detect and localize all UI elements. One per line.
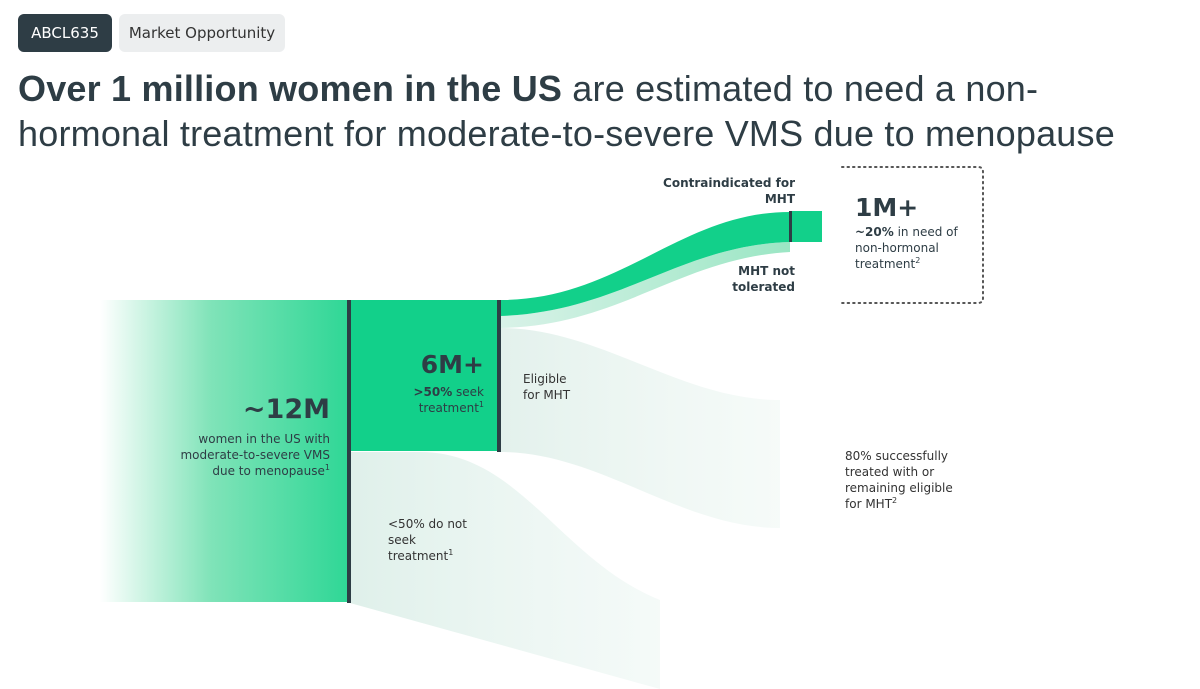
not-tolerated-flow xyxy=(500,242,790,328)
total-value: ~12M xyxy=(242,394,330,425)
need-node xyxy=(792,211,822,242)
headline-bold: Over 1 million women in the US xyxy=(18,68,563,109)
seek-value: 6M+ xyxy=(420,350,484,379)
not-seek-desc: <50% do not seek treatment1 xyxy=(388,517,467,563)
seek-node xyxy=(350,300,498,451)
need-desc: ~20% in need of non-hormonal treatment2 xyxy=(855,225,958,271)
section-tag: Market Opportunity xyxy=(119,14,285,52)
need-callout-border xyxy=(841,166,984,304)
total-node xyxy=(100,300,348,602)
divider-total xyxy=(347,300,351,603)
contraindicated-flow xyxy=(500,212,790,316)
divider-seek xyxy=(497,300,501,452)
contraindicated-desc: Contraindicated for MHT xyxy=(663,176,795,206)
page-title: Over 1 million women in the US are estim… xyxy=(18,66,1178,156)
seek-desc: >50% seek treatment1 xyxy=(413,385,484,415)
not-seek-flow xyxy=(350,452,660,689)
total-desc: women in the US with moderate-to-severe … xyxy=(180,432,330,478)
divider-need xyxy=(789,211,792,242)
success-desc: 80% successfully treated with or remaini… xyxy=(845,449,953,511)
need-value: 1M+ xyxy=(855,193,919,222)
eligible-desc: Eligible for MHT xyxy=(523,372,571,402)
not-tolerated-desc: MHT not tolerated xyxy=(732,264,795,294)
product-tag: ABCL635 xyxy=(18,14,112,52)
eligible-flow xyxy=(500,328,780,528)
headline-rest: are estimated to need a non-hormonal tre… xyxy=(18,68,1115,154)
